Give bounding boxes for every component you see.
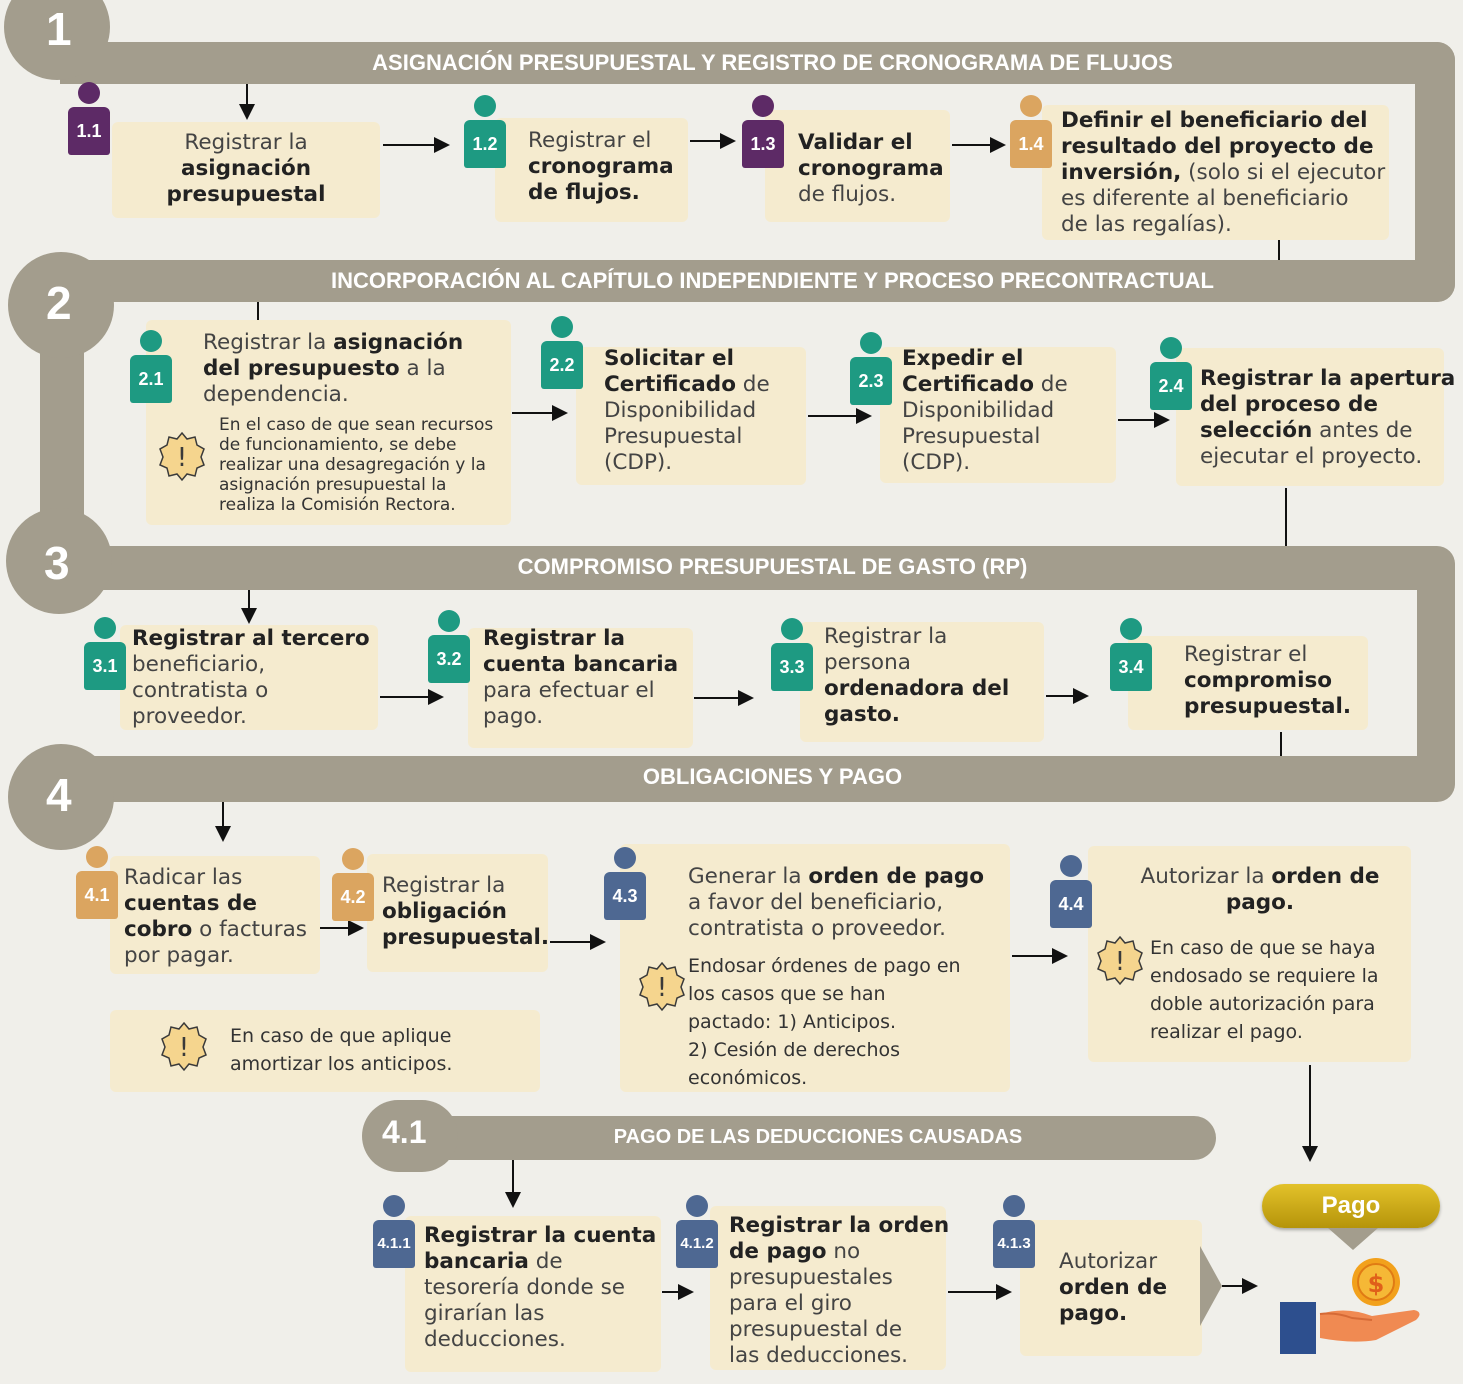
person-icon-2-4: 2.4 <box>1150 337 1192 410</box>
section-1-band: ASIGNACIÓN PRESUPUESTAL Y REGISTRO DE CR… <box>60 42 1455 84</box>
svg-text:!: ! <box>657 973 667 1003</box>
step-2-4-box <box>1176 348 1444 486</box>
pago-badge: Pago <box>1262 1184 1440 1228</box>
svg-text:!: ! <box>177 443 187 473</box>
section-2-number: 2 <box>8 252 114 358</box>
person-icon-4-3: 4.3 <box>604 847 646 920</box>
section-4-1-band: PAGO DE LAS DEDUCCIONES CAUSADAS <box>390 1116 1216 1160</box>
step-4-1-3-box <box>1020 1220 1202 1356</box>
person-icon-4-1: 4.1 <box>76 846 118 919</box>
section-4-title: OBLIGACIONES Y PAGO <box>642 764 903 789</box>
flow-connector-right-1 <box>1415 42 1455 302</box>
person-icon-1-3: 1.3 <box>742 95 784 168</box>
step-1-3-box <box>765 110 950 222</box>
section-4-1-title: PAGO DE LAS DEDUCCIONES CAUSADAS <box>613 1126 1023 1148</box>
person-icon-2-2: 2.2 <box>541 316 583 389</box>
warning-icon: ! <box>161 1021 207 1072</box>
step-4-2-box <box>367 854 548 972</box>
step-3-2-box <box>468 628 693 748</box>
section-4-1-number: 4.1 <box>362 1100 458 1172</box>
step-4-3-box <box>620 844 1010 1092</box>
person-icon-1-2: 1.2 <box>464 95 506 168</box>
step-3-4-box <box>1128 636 1368 730</box>
step-1-1-box <box>112 122 380 218</box>
person-icon-3-2: 3.2 <box>428 610 470 683</box>
person-icon-3-3: 3.3 <box>771 618 813 691</box>
section-1-title: ASIGNACIÓN PRESUPUESTAL Y REGISTRO DE CR… <box>372 50 1173 75</box>
step-1-4-box <box>1042 105 1389 240</box>
section-4-band: OBLIGACIONES Y PAGO <box>60 756 1455 802</box>
person-icon-2-1: 2.1 <box>130 330 172 403</box>
step-1-2-box <box>495 118 688 222</box>
person-icon-1-4: 1.4 <box>1010 95 1052 168</box>
step-2-2-box <box>576 347 806 485</box>
person-icon-3-1: 3.1 <box>84 617 126 690</box>
step-3-3-box <box>800 622 1044 742</box>
person-icon-4-1-2: 4.1.2 <box>676 1195 718 1268</box>
svg-text:!: ! <box>179 1033 189 1063</box>
section-2-band: INCORPORACIÓN AL CAPÍTULO INDEPENDIENTE … <box>60 260 1455 302</box>
warning-icon: ! <box>159 431 205 482</box>
person-icon-4-1-1: 4.1.1 <box>373 1195 415 1268</box>
person-icon-3-4: 3.4 <box>1110 618 1152 691</box>
person-icon-4-4: 4.4 <box>1050 855 1092 928</box>
person-icon-1-1: 1.1 <box>68 82 110 155</box>
person-icon-2-3: 2.3 <box>850 332 892 405</box>
warning-icon: ! <box>1097 935 1143 986</box>
section-3-band: COMPROMISO PRESUPUESTAL DE GASTO (RP) <box>60 546 1455 590</box>
section-4-number: 4 <box>8 744 114 850</box>
step-2-1-box <box>146 320 511 525</box>
step-3-1-box <box>120 625 378 730</box>
section-2-title: INCORPORACIÓN AL CAPÍTULO INDEPENDIENTE … <box>331 268 1214 293</box>
svg-text:$: $ <box>1368 1270 1385 1298</box>
section-3-title: COMPROMISO PRESUPUESTAL DE GASTO (RP) <box>517 554 1028 579</box>
step-4-1-2-box <box>710 1206 946 1370</box>
section-3-number: 3 <box>6 508 112 614</box>
payment-hand-icon: $ <box>1280 1258 1420 1354</box>
step-4-1-3-pointer <box>1200 1246 1222 1326</box>
step-4-1-1-box <box>405 1216 661 1372</box>
step-4-1-box <box>110 856 320 974</box>
warning-icon: ! <box>639 961 685 1012</box>
person-icon-4-2: 4.2 <box>332 848 374 921</box>
svg-text:!: ! <box>1115 947 1125 977</box>
pago-pointer <box>1328 1228 1378 1250</box>
person-icon-4-1-3: 4.1.3 <box>993 1195 1035 1268</box>
step-2-3-box <box>880 347 1116 483</box>
